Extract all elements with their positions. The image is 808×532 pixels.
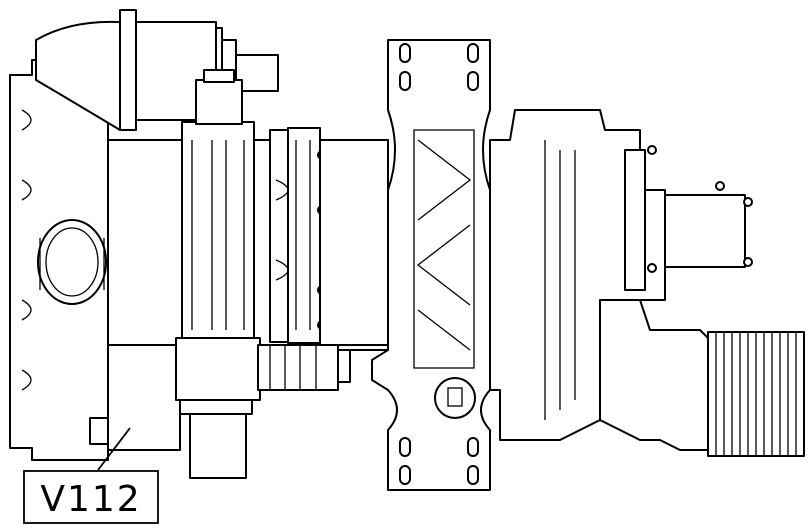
oil-cooler (707, 331, 805, 457)
callout-leader-line (97, 427, 131, 471)
bell-housing (9, 59, 121, 461)
callout-label: V112 (40, 479, 141, 520)
lower-valve-block (89, 337, 351, 479)
cross-member (371, 39, 491, 491)
callout-v112: V112 (23, 470, 159, 524)
main-gearbox-body (107, 69, 389, 351)
